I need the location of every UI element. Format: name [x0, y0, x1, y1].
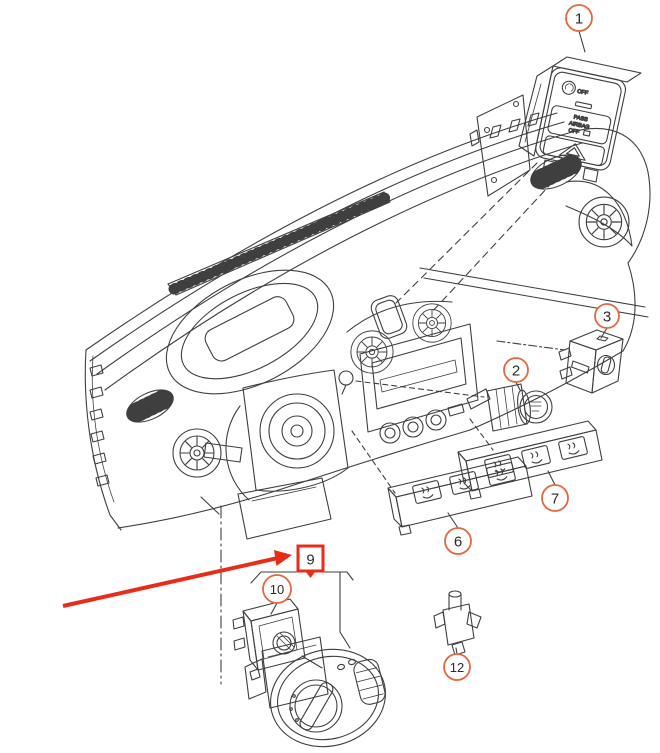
pass-airbag-label-line2: AIRBAG	[568, 121, 590, 131]
callout-3-number[interactable]: 3	[603, 309, 611, 326]
callout-9-highlighted[interactable]: 9	[296, 544, 325, 578]
callout-1-number[interactable]: 1	[575, 11, 583, 28]
defroster-vent-strip	[167, 191, 393, 296]
cowl-clips	[489, 112, 540, 139]
part-switch-bank-left	[387, 456, 533, 536]
callout-3[interactable]: 3	[594, 303, 620, 339]
leader-lines	[200, 162, 566, 685]
switch-mounting-slot	[370, 295, 408, 339]
callout-7-number[interactable]: 7	[551, 491, 559, 508]
part-bulb-holder	[433, 590, 482, 656]
off-indicator-label: OFF	[577, 89, 590, 97]
part-small-switch	[558, 329, 624, 394]
part-socket-switch	[466, 383, 553, 432]
callout-12[interactable]: 12	[443, 653, 471, 681]
side-panel-slots	[89, 364, 110, 487]
dimmer-thumbwheel	[353, 658, 386, 705]
callout-1[interactable]: 1	[565, 4, 593, 53]
callout-9-number[interactable]: 9	[306, 552, 314, 569]
seat-heat-icon	[420, 485, 434, 500]
part-headlight-switch	[244, 636, 387, 748]
part-hazard-airbag-switch: OFF PASS AIRBAG OFF	[469, 56, 642, 197]
callout-7[interactable]: 7	[541, 470, 569, 512]
callout-2-number[interactable]: 2	[512, 363, 520, 380]
callout-2[interactable]: 2	[503, 357, 529, 391]
round-air-vent-passenger	[578, 196, 630, 248]
dashboard-line-art	[84, 112, 651, 540]
part-switch-bank-right	[457, 420, 603, 500]
switch-icon	[529, 450, 543, 465]
part-dimmer-module	[232, 598, 323, 671]
seat-heat-icon	[566, 441, 580, 456]
callout-6-number[interactable]: 6	[454, 534, 462, 551]
highlight-arrow	[62, 550, 292, 608]
callout-10[interactable]: 10	[262, 574, 292, 615]
off-indicator-icon	[561, 80, 576, 95]
instrument-cluster-hood	[165, 269, 335, 395]
center-console	[338, 323, 479, 444]
callout-10-number[interactable]: 10	[270, 582, 284, 597]
group-bracket	[250, 571, 354, 649]
steering-column	[203, 369, 349, 540]
callout-6[interactable]: 6	[444, 512, 472, 555]
callouts-layer: 1 2 3 6 7 9 10	[262, 4, 620, 681]
round-air-vent-driver	[172, 428, 222, 478]
callout-12-number[interactable]: 12	[450, 660, 464, 675]
pass-airbag-label-line3: OFF	[568, 128, 581, 136]
hazard-triangle-icon	[542, 135, 605, 167]
pass-airbag-label-line1: PASS	[573, 114, 589, 123]
side-defrost-grille-left	[121, 384, 179, 428]
round-air-vent-center-right	[412, 303, 452, 343]
